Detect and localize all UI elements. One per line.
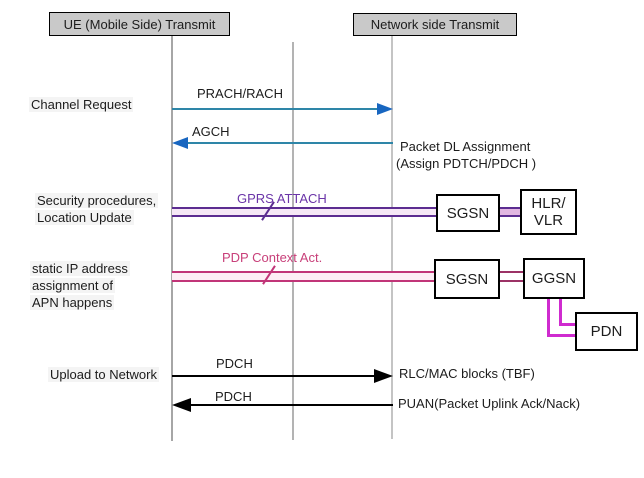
ggsn-pdn-link-inner-horizontal — [559, 323, 575, 326]
network-transmit-header: Network side Transmit — [353, 13, 517, 36]
node-vlr-label: VLR — [533, 212, 564, 229]
node-ggsn-label: GGSN — [531, 270, 577, 287]
lifeline-middle — [292, 42, 294, 440]
message-label-pdp-context: PDP Context Act. — [222, 250, 323, 265]
gprs-attach-line-bottom — [172, 215, 436, 217]
node-hlr-vlr: HLR/ VLR — [520, 189, 577, 235]
agch-arrowhead-icon — [172, 137, 188, 149]
note-packet-dl-assignment-line2: (Assign PDTCH/PDCH ) — [396, 156, 537, 171]
pdp-line-bottom — [172, 280, 434, 282]
pdch-downlink-arrow-line — [190, 404, 393, 406]
message-label-prach: PRACH/RACH — [197, 86, 283, 101]
node-sgsn-lower-label: SGSN — [445, 270, 489, 288]
note-static-ip-line3: APN happens — [30, 295, 115, 310]
note-security-line2: Location Update — [35, 210, 134, 225]
note-rlc-mac-blocks: RLC/MAC blocks (TBF) — [399, 366, 535, 381]
agch-arrow-line — [188, 142, 393, 144]
ggsn-pdn-link-outer-vertical — [547, 299, 550, 337]
sgsn-hlr-link-bottom — [500, 215, 521, 217]
message-label-gprs-attach: GPRS ATTACH — [237, 191, 327, 206]
note-upload-to-network: Upload to Network — [48, 367, 159, 382]
sgsn-ggsn-link-bottom — [500, 280, 523, 282]
node-hlr-label: HLR/ — [531, 195, 566, 212]
prach-arrowhead-icon — [377, 103, 393, 115]
network-transmit-header-label: Network side Transmit — [370, 17, 500, 32]
node-pdn: PDN — [575, 312, 638, 351]
sgsn-ggsn-link-top — [500, 271, 523, 273]
lifeline-network — [391, 36, 393, 439]
node-sgsn-upper: SGSN — [436, 194, 500, 232]
node-sgsn-lower: SGSN — [434, 259, 500, 299]
gprs-attach-band — [172, 209, 436, 215]
message-label-pdch-uplink: PDCH — [216, 356, 253, 371]
message-label-pdch-downlink: PDCH — [215, 389, 252, 404]
message-label-agch: AGCH — [192, 124, 230, 139]
note-puan: PUAN(Packet Uplink Ack/Nack) — [398, 396, 581, 411]
node-ggsn: GGSN — [523, 258, 585, 299]
note-static-ip-line1: static IP address — [30, 261, 130, 276]
pdp-line-top — [172, 271, 434, 273]
sgsn-hlr-band — [500, 209, 521, 215]
pdp-band — [172, 273, 434, 280]
note-channel-request: Channel Request — [29, 97, 134, 112]
node-sgsn-upper-label: SGSN — [446, 204, 490, 222]
pdch-uplink-arrowhead-icon — [374, 369, 393, 383]
note-security-line1: Security procedures, — [35, 193, 159, 208]
pdch-downlink-arrowhead-icon — [172, 398, 191, 412]
prach-arrow-line — [172, 108, 378, 110]
node-pdn-label: PDN — [590, 323, 623, 340]
note-packet-dl-assignment-line1: Packet DL Assignment — [400, 139, 531, 154]
lifeline-ue — [171, 36, 173, 441]
ue-transmit-header: UE (Mobile Side) Transmit — [49, 12, 230, 36]
ggsn-pdn-link-inner-vertical — [559, 299, 562, 326]
pdch-uplink-arrow-line — [172, 375, 377, 377]
note-static-ip-line2: assignment of — [30, 278, 115, 293]
ggsn-pdn-link-outer-horizontal — [547, 334, 575, 337]
ue-transmit-header-label: UE (Mobile Side) Transmit — [63, 16, 216, 32]
gprs-attach-line-top — [172, 207, 436, 209]
sgsn-hlr-link-top — [500, 207, 521, 209]
